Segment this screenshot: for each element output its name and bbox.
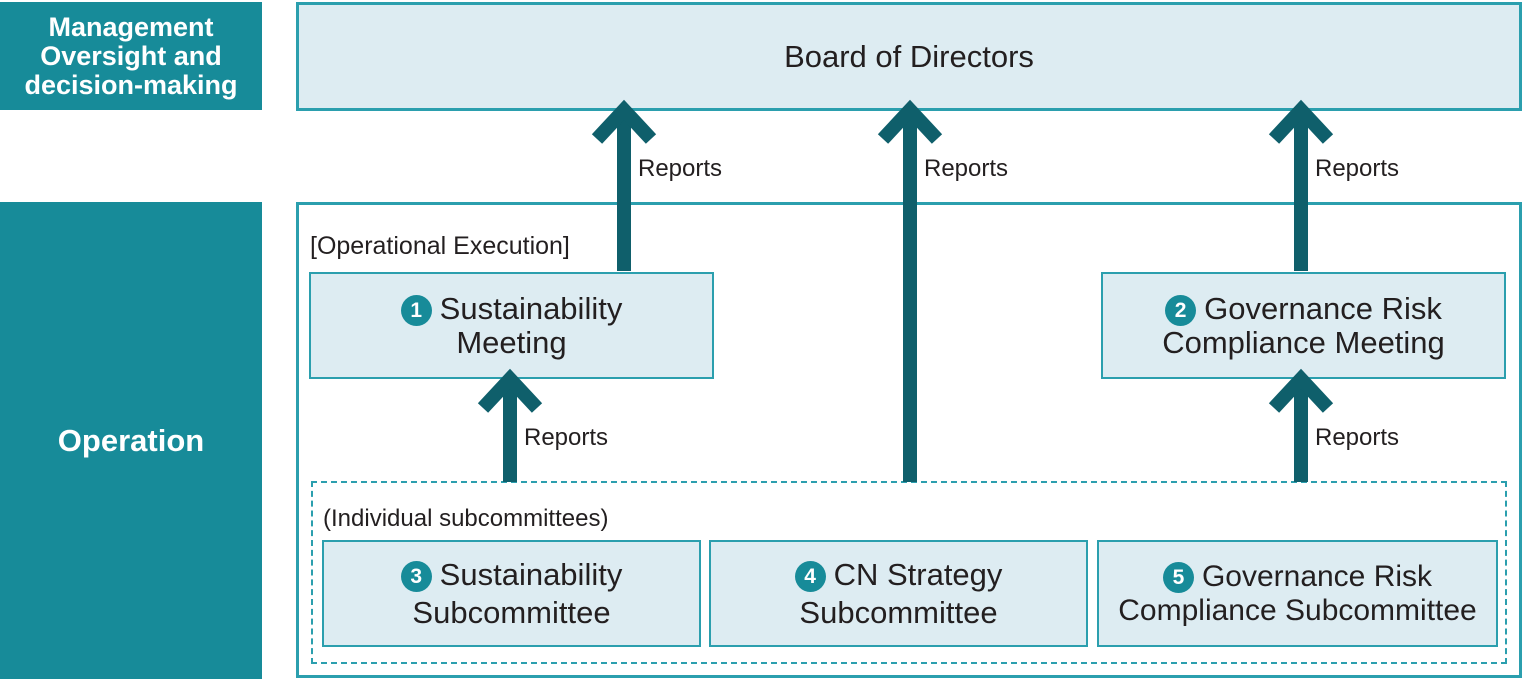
sustainability-meeting-title: Sustainability: [439, 290, 623, 326]
cn-strategy-subcommittee-title: CN Strategy: [833, 556, 1003, 592]
arrow-grc-subcommittee-to-meeting: [1268, 368, 1334, 482]
arrow-sustainability-subcommittee-to-meeting: [477, 368, 543, 482]
sustainability-subcommittee-title: Sustainability: [439, 556, 623, 592]
management-oversight-label: Management Oversight and decision-making: [0, 2, 262, 110]
operation-label-text: Operation: [57, 422, 205, 458]
operation-label: Operation: [0, 202, 262, 679]
number-badge-5: 5: [1162, 561, 1194, 593]
arrow-sustainability-meeting-to-board: [591, 99, 657, 271]
operational-execution-label: [Operational Execution]: [310, 232, 570, 260]
number-badge-4: 4: [794, 560, 826, 592]
reports-label-sustainability-subcommittee: Reports: [524, 424, 609, 451]
grc-meeting-line-2: Compliance Meeting: [1162, 324, 1445, 360]
sustainability-meeting-line-2: Meeting: [456, 324, 567, 360]
grc-subcommittee-line-2: Compliance Subcommittee: [1118, 593, 1477, 627]
grc-meeting-title: Governance Risk: [1204, 290, 1442, 326]
management-label-line-2: Oversight and: [40, 40, 222, 71]
management-label-line-1: Management: [48, 11, 214, 42]
arrow-cn-subcommittee-to-board: [877, 99, 943, 482]
grc-subcommittee-title: Governance Risk: [1201, 559, 1433, 593]
individual-subcommittees-label: (Individual subcommittees): [323, 505, 609, 532]
reports-label-cn-subcommittee: Reports: [924, 155, 1009, 182]
management-label-line-3: decision-making: [24, 69, 238, 100]
number-badge-2: 2: [1165, 294, 1197, 326]
reports-label-grc-meeting: Reports: [1315, 155, 1400, 182]
number-badge-1: 1: [400, 294, 432, 326]
number-badge-3: 3: [400, 560, 432, 592]
board-of-directors-title: Board of Directors: [784, 38, 1034, 74]
cn-strategy-subcommittee-line-2: Subcommittee: [799, 594, 998, 630]
reports-label-sustainability-meeting: Reports: [638, 155, 723, 182]
reports-label-grc-subcommittee: Reports: [1315, 424, 1400, 451]
sustainability-subcommittee-line-2: Subcommittee: [412, 594, 611, 630]
arrow-grc-meeting-to-board: [1268, 99, 1334, 271]
